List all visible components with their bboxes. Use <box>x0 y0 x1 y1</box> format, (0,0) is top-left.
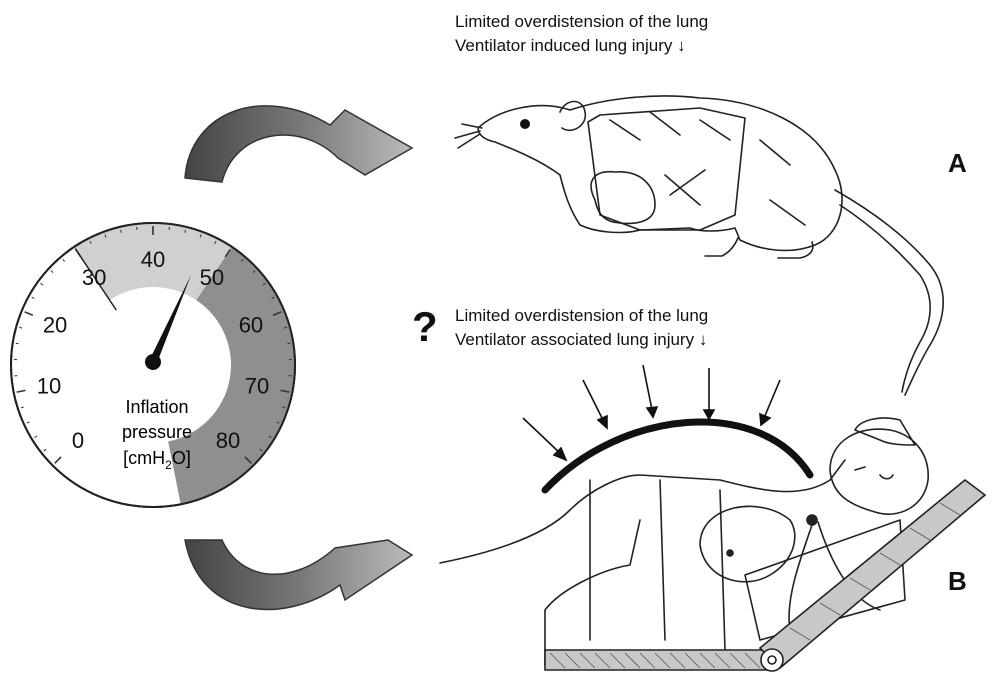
gauge-tick-label: 70 <box>245 374 269 399</box>
gauge-tick-label: 60 <box>239 312 263 337</box>
caption-top-line1: Limited overdistension of the lung <box>455 10 708 34</box>
caption-bottom-line1: Limited overdistension of the lung <box>455 304 708 328</box>
gauge-tick <box>185 230 186 233</box>
panel-letter-a: A <box>948 148 967 179</box>
curved-arrow-bottom <box>185 540 412 609</box>
gauge-tick-label: 30 <box>82 265 106 290</box>
gauge-tick-label: 0 <box>72 428 84 453</box>
pressure-arrows <box>523 365 780 460</box>
chest-shell <box>523 365 810 490</box>
patient-illustration <box>440 418 928 665</box>
gauge-tick-label: 50 <box>200 265 224 290</box>
caption-bottom-line2: Ventilator associated lung injury <box>455 330 694 349</box>
caption-bottom-line2-row: Ventilator associated lung injury ↓ <box>455 328 708 352</box>
gauge-tick-label: 80 <box>216 428 240 453</box>
caption-top: Limited overdistension of the lung Venti… <box>455 10 708 58</box>
gauge-tick-label: 20 <box>43 312 67 337</box>
question-mark: ? <box>412 303 438 351</box>
gauge-tick-label: 40 <box>141 247 165 272</box>
down-arrow-icon: ↓ <box>699 330 708 349</box>
caption-top-line2-row: Ventilator induced lung injury ↓ <box>455 34 708 58</box>
gauge-tick-label: 10 <box>37 374 61 399</box>
curved-arrow-top <box>185 106 412 182</box>
caption-top-line2: Ventilator induced lung injury <box>455 36 672 55</box>
caption-bottom: Limited overdistension of the lung Venti… <box>455 304 708 352</box>
gauge-tick <box>121 230 122 233</box>
panel-letter-b: B <box>948 566 967 597</box>
down-arrow-icon: ↓ <box>677 36 686 55</box>
gauge-title-line2: pressure <box>122 422 192 442</box>
gauge-title-line1: Inflation <box>125 397 188 417</box>
gauge-hub <box>145 354 161 370</box>
